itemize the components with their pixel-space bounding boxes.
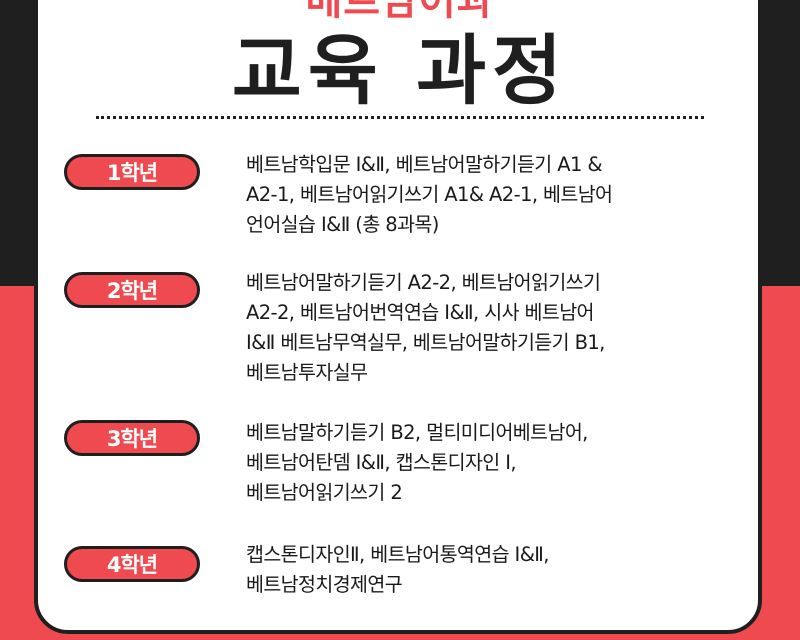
- dotted-divider: [96, 116, 704, 119]
- course-list-year-1: 베트남학입문 Ⅰ&Ⅱ, 베트남어말하기듣기 A1 & A2-1, 베트남어읽기쓰…: [246, 150, 726, 240]
- year-badge-2: 2학년: [64, 272, 200, 308]
- curriculum-card: [34, 0, 762, 634]
- year-badge-1: 1학년: [64, 154, 200, 190]
- department-title: 베트남어과: [305, 0, 495, 24]
- year-badge-3: 3학년: [64, 420, 200, 456]
- course-line: 베트남어읽기쓰기 2: [246, 481, 403, 504]
- course-line: 언어실습 Ⅰ&Ⅱ (총 8과목): [246, 213, 439, 236]
- course-line: 베트남말하기듣기 B2, 멀티미디어베트남어,: [246, 421, 588, 444]
- course-line: 베트남학입문 Ⅰ&Ⅱ, 베트남어말하기듣기 A1 &: [246, 153, 603, 176]
- year-badge-4: 4학년: [64, 546, 200, 582]
- course-line: 베트남투자실무: [246, 361, 368, 384]
- course-list-year-4: 캡스톤디자인Ⅱ, 베트남어통역연습 Ⅰ&Ⅱ, 베트남정치경제연구: [246, 540, 726, 600]
- course-line: 베트남정치경제연구: [246, 573, 403, 596]
- course-line: A2-2, 베트남어번역연습 Ⅰ&Ⅱ, 시사 베트남어: [246, 301, 595, 324]
- course-line: 베트남어말하기듣기 A2-2, 베트남어읽기쓰기: [246, 271, 601, 294]
- page-title: 교육 과정: [231, 26, 569, 115]
- course-line: A2-1, 베트남어읽기쓰기 A1& A2-1, 베트남어: [246, 183, 613, 206]
- course-line: Ⅰ&Ⅱ 베트남무역실무, 베트남어말하기듣기 B1,: [246, 331, 605, 354]
- course-line: 베트남어탄뎀 Ⅰ&Ⅱ, 캡스톤디자인 Ⅰ,: [246, 451, 517, 474]
- course-list-year-2: 베트남어말하기듣기 A2-2, 베트남어읽기쓰기 A2-2, 베트남어번역연습 …: [246, 268, 726, 388]
- course-list-year-3: 베트남말하기듣기 B2, 멀티미디어베트남어, 베트남어탄뎀 Ⅰ&Ⅱ, 캡스톤디…: [246, 418, 726, 508]
- course-line: 캡스톤디자인Ⅱ, 베트남어통역연습 Ⅰ&Ⅱ,: [246, 543, 550, 566]
